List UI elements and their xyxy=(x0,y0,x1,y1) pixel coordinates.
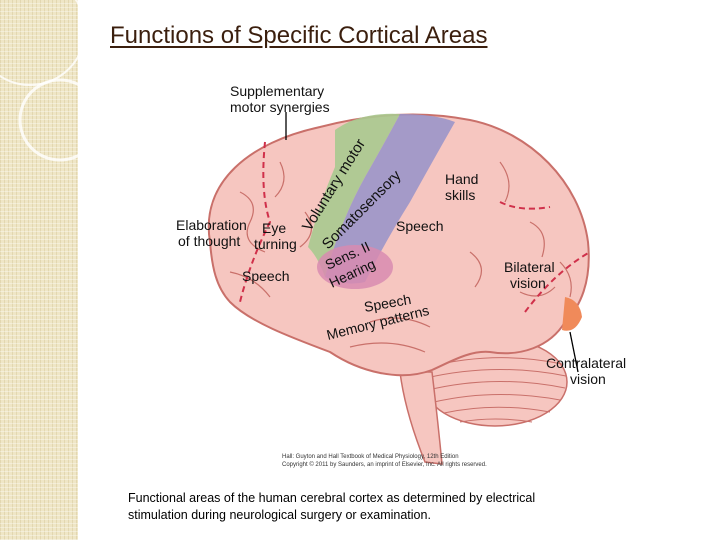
label-bilateral-2: vision xyxy=(510,275,546,291)
area-boundaries xyxy=(239,141,591,313)
label-eye: Eye xyxy=(262,220,286,236)
label-hand-2: skills xyxy=(445,187,475,203)
label-elaboration: Elaboration xyxy=(176,217,247,233)
figure-credit-line2: Copyright © 2011 by Saunders, an imprint… xyxy=(282,461,487,468)
label-speech-right: Speech xyxy=(396,218,443,234)
motor-cortex-strip xyxy=(308,113,400,277)
somatosensory-strip xyxy=(325,114,455,284)
brain-diagram: Supplementary motor synergies Voluntary … xyxy=(176,83,626,468)
label-speech-left: Speech xyxy=(242,268,289,284)
figure-credit-line1: Hall: Guyton and Hall Textbook of Medica… xyxy=(282,454,459,460)
label-supplementary: Supplementary xyxy=(230,83,324,99)
label-eye-2: turning xyxy=(254,236,297,252)
label-contralateral: Contralateral xyxy=(546,355,626,371)
pointer-contralateral xyxy=(569,331,579,373)
label-elaboration-2: of thought xyxy=(178,233,240,249)
slide-title: Functions of Specific Cortical Areas xyxy=(110,22,488,49)
label-supplementary-2: motor synergies xyxy=(230,99,330,115)
label-hand: Hand xyxy=(445,171,478,187)
gyri-texture xyxy=(229,161,572,353)
label-contralateral-2: vision xyxy=(570,371,606,387)
visual-cortex-spot xyxy=(562,297,582,331)
label-bilateral: Bilateral xyxy=(504,259,555,275)
brainstem xyxy=(399,371,443,465)
decorative-arcs xyxy=(0,0,102,162)
caption-line-2: stimulation during neurological surgery … xyxy=(128,508,431,522)
caption-line-1: Functional areas of the human cerebral c… xyxy=(128,491,536,505)
auditory-area xyxy=(317,245,393,289)
decorative-side-band xyxy=(0,0,78,540)
figure-caption: Functional areas of the human cerebral c… xyxy=(128,490,608,524)
